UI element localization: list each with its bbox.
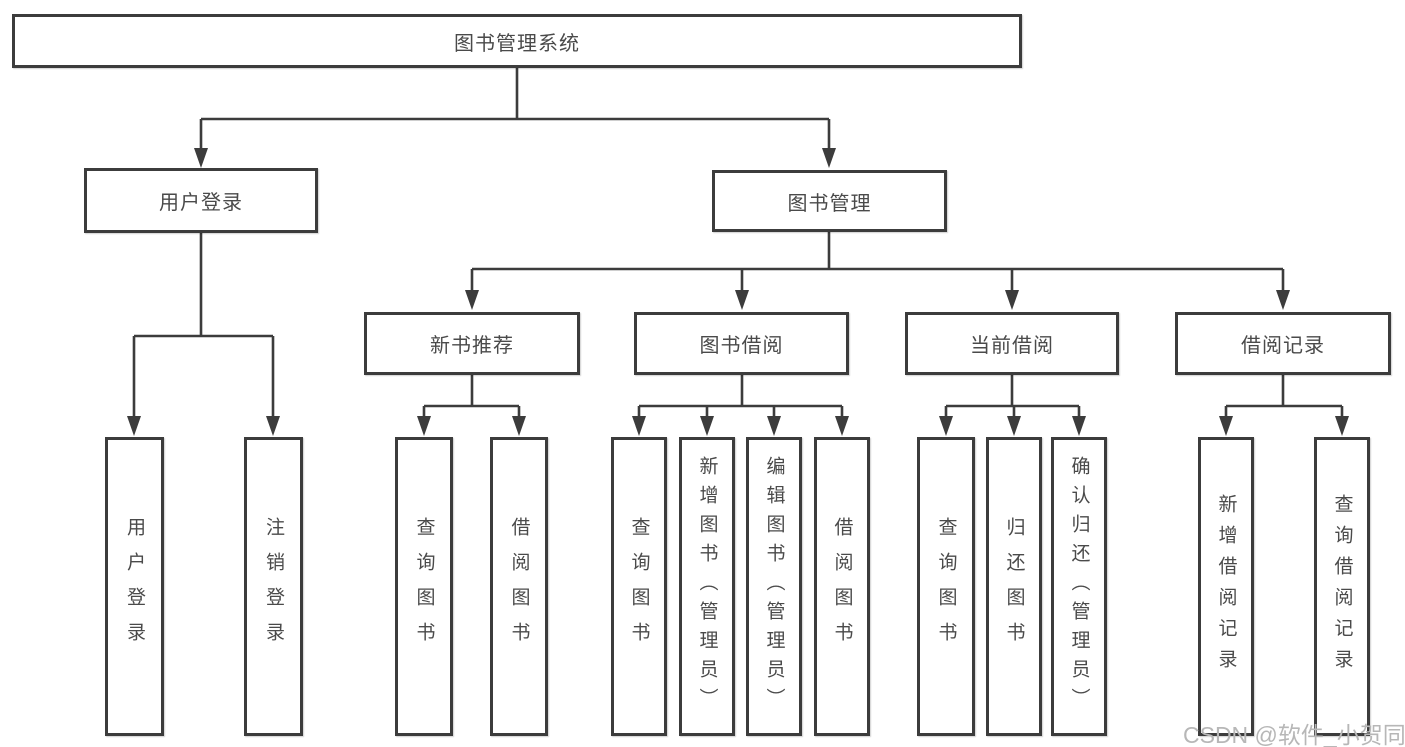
node-label: 图书借阅 [699, 335, 784, 357]
node-label: 图书管理系统 [454, 32, 580, 55]
node-root-system: 图书管理系统 [12, 14, 1022, 68]
node-label: 编辑图书（管理员） [763, 456, 785, 717]
node-current-borrow: 当前借阅 [905, 312, 1119, 375]
leaf-recommend-query-books: 查询图书 [395, 437, 453, 736]
node-label: 图书管理 [787, 192, 872, 215]
leaf-borrow-edit-books-admin: 编辑图书（管理员） [746, 437, 802, 736]
node-label: 借阅图书 [831, 516, 853, 657]
node-label: 用户登录 [124, 516, 145, 657]
node-label: 归还图书 [1003, 516, 1025, 657]
leaf-logout-login: 注销登录 [244, 437, 303, 736]
leaf-records-add-record: 新增借阅记录 [1198, 437, 1254, 736]
tree-edges [132, 68, 1344, 418]
node-label: 查询图书 [935, 516, 957, 657]
node-label: 注销登录 [263, 516, 284, 657]
node-new-book-recommend: 新书推荐 [364, 312, 580, 375]
node-label: 借阅图书 [508, 516, 530, 657]
node-book-borrow: 图书借阅 [634, 312, 849, 375]
node-label: 查询图书 [413, 516, 435, 657]
leaf-current-query-books: 查询图书 [917, 437, 975, 736]
node-label: 新书推荐 [430, 335, 514, 357]
leaf-records-query-record: 查询借阅记录 [1314, 437, 1370, 736]
arrowhead-icons [127, 148, 1349, 436]
leaf-recommend-borrow-books: 借阅图书 [490, 437, 548, 736]
leaf-borrow-add-books-admin: 新增图书（管理员） [679, 437, 735, 736]
node-label: 新增借阅记录 [1215, 493, 1237, 680]
node-label: 借阅记录 [1241, 335, 1325, 357]
node-book-management: 图书管理 [712, 170, 947, 232]
node-label: 新增图书（管理员） [696, 456, 718, 717]
leaf-borrow-query-books: 查询图书 [611, 437, 667, 736]
leaf-borrow-borrow-books: 借阅图书 [814, 437, 870, 736]
node-user-login: 用户登录 [84, 168, 318, 233]
leaf-current-return-books: 归还图书 [986, 437, 1042, 736]
leaf-user-login: 用户登录 [105, 437, 164, 736]
node-borrow-records: 借阅记录 [1175, 312, 1391, 375]
node-label: 查询借阅记录 [1331, 493, 1353, 680]
node-label: 查询图书 [628, 516, 650, 657]
node-label: 确认归还（管理员） [1068, 456, 1090, 717]
node-label: 当前借阅 [970, 335, 1054, 357]
node-label: 用户登录 [159, 192, 243, 214]
csdn-watermark: CSDN @软件_小贺同学 [1183, 722, 1405, 747]
leaf-current-confirm-return-admin: 确认归还（管理员） [1051, 437, 1107, 736]
